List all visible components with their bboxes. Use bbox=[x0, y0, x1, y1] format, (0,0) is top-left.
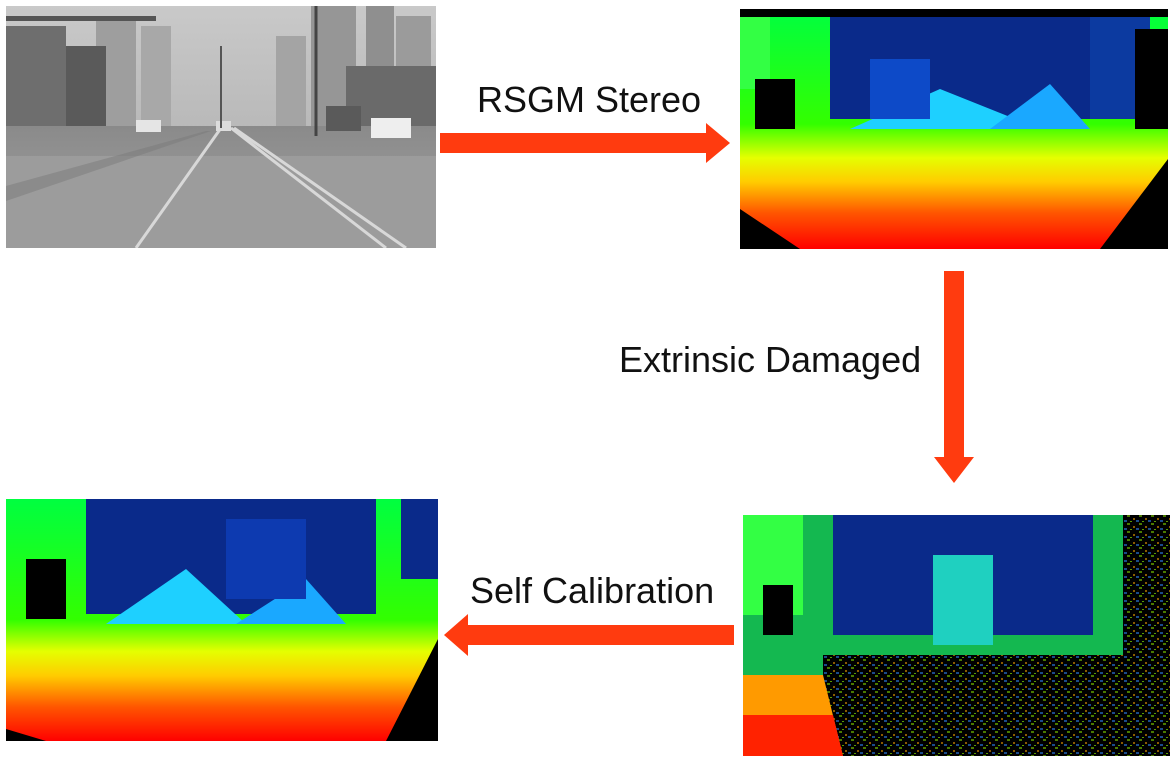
calibrated-disparity-map bbox=[6, 499, 438, 741]
edge-label-extrinsic-damaged: Extrinsic Damaged bbox=[619, 339, 922, 380]
edge-label-self-calibration: Self Calibration bbox=[470, 570, 715, 611]
arrow-right-icon bbox=[440, 123, 730, 163]
source-street-photo bbox=[6, 6, 436, 248]
edge-label-rsgm-stereo: RSGM Stereo bbox=[477, 79, 702, 120]
arrow-left-icon bbox=[444, 614, 734, 656]
arrow-down-icon bbox=[934, 271, 974, 483]
rsgm-disparity-map bbox=[740, 9, 1168, 249]
damaged-disparity-map bbox=[743, 515, 1170, 756]
